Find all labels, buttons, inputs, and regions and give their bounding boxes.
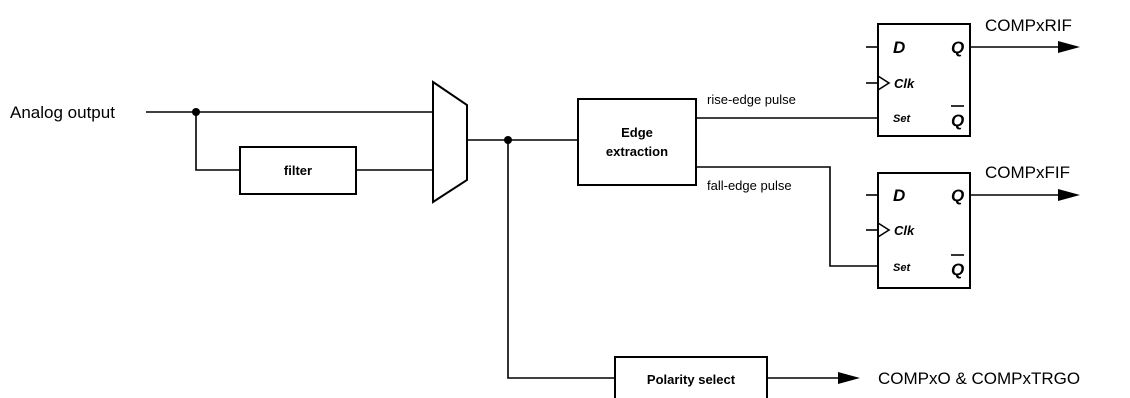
flipflop-fif-set-label: Set — [893, 262, 911, 274]
flipflop-fif-d-label: D — [893, 186, 905, 205]
flipflop-fif-clk-label: Clk — [894, 223, 915, 238]
flipflop-rif-set-label: Set — [893, 113, 911, 125]
flipflop-rif-clk-triangle — [877, 75, 891, 91]
flipflop-fif: D Q Clk Set Q — [866, 172, 971, 289]
fall-edge-pulse-label: fall-edge pulse — [707, 178, 792, 193]
flipflop-rif: D Q Clk Set Q — [866, 23, 971, 137]
polarity-branch-wire — [507, 140, 615, 379]
flipflop-fif-box — [877, 172, 971, 289]
flipflop-fif-clk-triangle — [877, 222, 891, 238]
edge-extraction-label-line1: Edge — [621, 125, 653, 140]
compxo-trgo-label: COMPxO & COMPxTRGO — [878, 369, 1080, 388]
rif-output-arrowhead — [1058, 41, 1080, 53]
flipflop-fif-q-label: Q — [951, 186, 964, 205]
flipflop-rif-q-label: Q — [951, 38, 964, 57]
compxrif-label: COMPxRIF — [985, 16, 1072, 35]
filter-label: filter — [284, 163, 312, 178]
flipflop-rif-qbar-label: Q — [951, 111, 964, 130]
analog-output-label: Analog output — [10, 103, 115, 122]
edge-extraction-label-line2: extraction — [606, 144, 668, 159]
rise-edge-pulse-label: rise-edge pulse — [707, 92, 796, 107]
fall-edge-wire — [696, 166, 878, 267]
flipflop-rif-clk-label: Clk — [894, 76, 915, 91]
flipflop-rif-d-label: D — [893, 38, 905, 57]
multiplexer-shape — [432, 80, 468, 204]
fif-output-arrowhead — [1058, 189, 1080, 201]
compxfif-label: COMPxFIF — [985, 163, 1070, 182]
polarity-output-arrowhead — [838, 372, 860, 384]
flipflop-rif-box — [877, 23, 971, 137]
polarity-select-label: Polarity select — [647, 372, 736, 387]
edge-extraction-block — [577, 98, 697, 186]
filter-branch-wire — [195, 112, 240, 171]
polarity-select-block — [614, 356, 768, 398]
flipflop-fif-qbar-label: Q — [951, 260, 964, 279]
